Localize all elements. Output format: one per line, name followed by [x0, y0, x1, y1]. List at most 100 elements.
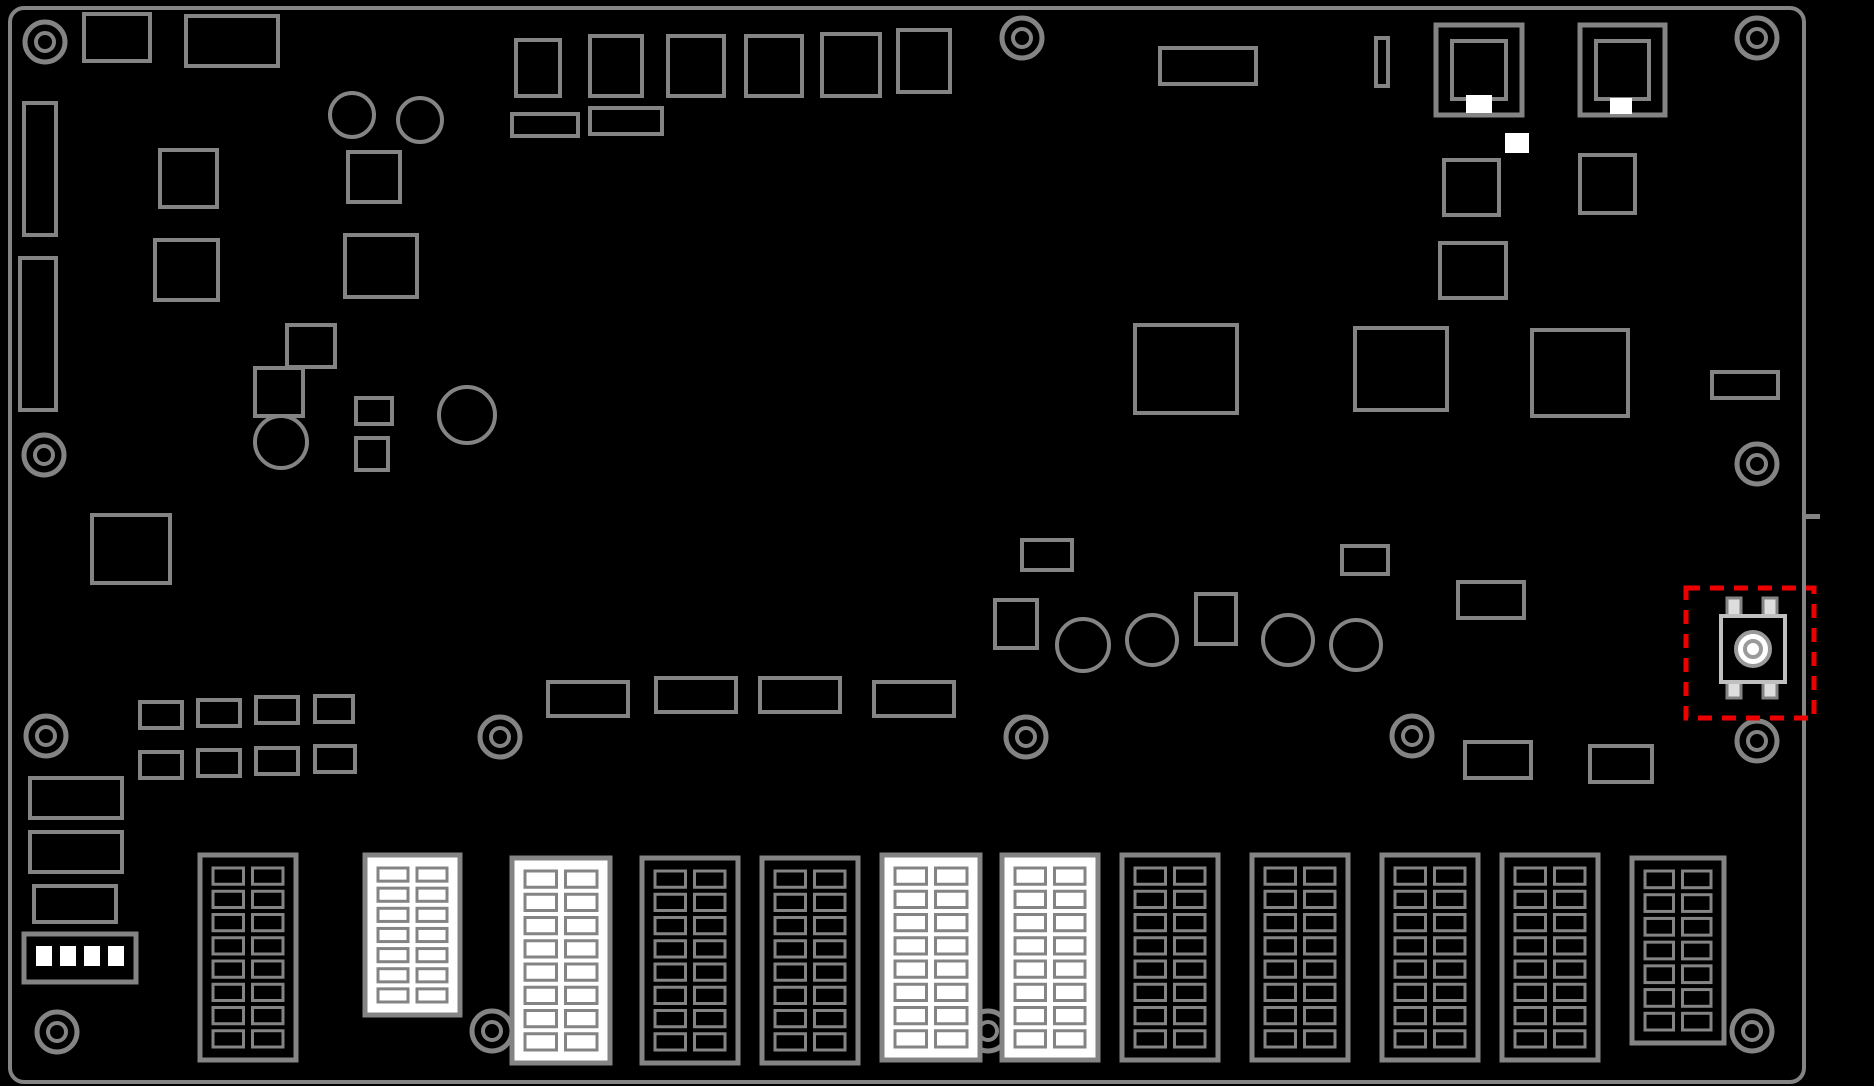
pin-cell: [1681, 869, 1713, 890]
pin-cell: [1433, 889, 1467, 909]
pin-cell: [773, 892, 807, 912]
pin-cell: [523, 892, 558, 912]
mounting-hole-center: [1746, 730, 1768, 752]
pin-cell: [211, 866, 245, 886]
pin-cell: [1173, 913, 1207, 933]
pin-cell: [693, 939, 727, 959]
pin-cell: [415, 926, 449, 944]
pin-cell: [1263, 1006, 1297, 1026]
mounting-hole: [23, 713, 69, 759]
pin-cell: [1053, 866, 1087, 886]
pin-cell: [1643, 869, 1675, 890]
pin-cell: [1553, 913, 1587, 933]
pin-cell: [1433, 913, 1467, 933]
pin-cell: [934, 959, 969, 979]
pin-cell: [1263, 1029, 1297, 1049]
mounting-hole-center: [1746, 453, 1768, 475]
pin-cell: [934, 982, 969, 1002]
pin-cell: [1643, 988, 1675, 1008]
component-outline: [313, 744, 357, 774]
pin-cell: [653, 1009, 687, 1029]
mounting-hole: [1729, 1008, 1775, 1054]
pin-cell: [813, 916, 847, 936]
pin-cell: [1013, 866, 1047, 886]
component-outline: [354, 436, 390, 472]
component-outline: [354, 396, 394, 426]
component-outline: [1710, 370, 1780, 400]
pin-cell: [1303, 982, 1337, 1002]
pin-cell: [653, 916, 687, 936]
pin-cell: [1173, 889, 1207, 909]
pin-cell: [934, 936, 969, 956]
component-outline: [1456, 580, 1526, 620]
component-outline: [254, 695, 300, 725]
pin-cell: [1513, 1029, 1547, 1049]
pin-header-connector-highlighted: [999, 852, 1101, 1063]
pin-cell: [211, 1006, 245, 1026]
pin-cell: [893, 1006, 928, 1026]
pin-cell: [1553, 866, 1587, 886]
component-outline: [896, 28, 952, 94]
component-outline: [28, 830, 124, 874]
component-outline: [254, 746, 300, 776]
pin-cell: [523, 916, 558, 936]
mounting-hole: [22, 19, 68, 65]
pin-cell: [1053, 959, 1087, 979]
pin-cell: [523, 1009, 558, 1029]
pin-cell: [1433, 982, 1467, 1002]
pin-cell: [1643, 940, 1675, 961]
pin-cell: [1393, 1029, 1427, 1049]
pin-cell: [564, 939, 599, 959]
pin-cell: [1553, 959, 1587, 979]
pin-cell: [773, 1032, 807, 1052]
pin-cell: [1053, 1006, 1087, 1026]
pin-cell: [1133, 913, 1167, 933]
pin-cell: [1013, 959, 1047, 979]
component-outline: [1438, 241, 1508, 300]
pin-cell: [415, 987, 449, 1004]
led-indicator: [1505, 133, 1529, 153]
component-outline: [138, 750, 184, 780]
pin-cell: [1433, 959, 1467, 979]
pin-cell: [653, 985, 687, 1005]
component-outline: [153, 238, 220, 302]
pin-cell: [523, 869, 558, 889]
pin-cell: [1393, 959, 1427, 979]
pin-cell: [653, 892, 687, 912]
capacitor-outline: [1055, 617, 1111, 673]
pin-cell: [1643, 916, 1675, 937]
pin-cell: [1173, 959, 1207, 979]
pin-cell: [1303, 959, 1337, 979]
component-outline: [588, 106, 664, 136]
pin-cell: [1393, 982, 1427, 1002]
mounting-hole: [21, 432, 67, 478]
pin-cell: [1013, 1006, 1047, 1026]
pin-cell: [1013, 913, 1047, 933]
mounting-hole-center: [481, 1020, 503, 1042]
pin-cell: [1643, 964, 1675, 985]
push-button-pad: [1761, 596, 1779, 618]
component-outline: [1194, 592, 1238, 646]
pin-cell: [1053, 936, 1087, 956]
pin-cell: [1681, 940, 1713, 961]
pin-cell: [1681, 1011, 1713, 1032]
pin-cell: [1393, 936, 1427, 956]
pin-cell: [1263, 866, 1297, 886]
pin-cell: [653, 939, 687, 959]
component-outline: [820, 32, 882, 98]
mounting-hole-center: [46, 1021, 68, 1043]
pin-cell: [376, 886, 410, 903]
mounting-hole-center: [35, 725, 57, 747]
pin-cell: [1053, 889, 1087, 909]
pin-cell: [813, 1009, 847, 1029]
pin-cell: [1553, 982, 1587, 1002]
pin-cell: [1681, 964, 1713, 985]
pin-cell: [1133, 936, 1167, 956]
pin-header-connector: [1249, 852, 1351, 1063]
pin-header-connector: [1119, 852, 1221, 1063]
mounting-hole-center: [34, 31, 56, 53]
pin-cell: [211, 889, 245, 909]
component-outline: [138, 700, 184, 730]
pin-header-connector: [639, 855, 741, 1066]
